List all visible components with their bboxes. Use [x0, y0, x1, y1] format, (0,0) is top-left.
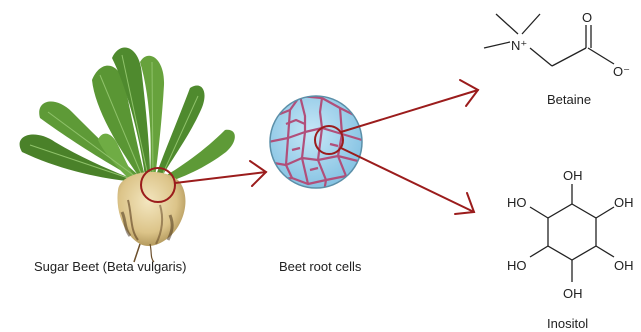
- sugar-beet-illustration: [20, 48, 235, 262]
- inositol-oh-lower-right: OH: [614, 258, 634, 273]
- inositol-ho-upper-left: HO: [507, 195, 527, 210]
- inositol-oh-top: OH: [563, 168, 583, 183]
- betaine-oxygen-anion: O⁻: [613, 64, 630, 79]
- beet-root-cells: [268, 96, 362, 192]
- inositol-label: Inositol: [547, 316, 588, 331]
- betaine-nitrogen: N⁺: [511, 38, 527, 53]
- beet-leaves: [20, 48, 235, 184]
- arrow-cells-to-inositol: [341, 148, 474, 214]
- inositol-oh-bottom: OH: [563, 286, 583, 301]
- inositol-ho-lower-left: HO: [507, 258, 527, 273]
- inositol-oh-upper-right: OH: [614, 195, 634, 210]
- betaine-label: Betaine: [547, 92, 591, 107]
- inositol-structure: OH HO OH HO OH OH: [507, 168, 634, 301]
- sugar-beet-label: Sugar Beet (Beta vulgaris): [34, 259, 186, 274]
- betaine-structure: N⁺ O O⁻: [484, 10, 630, 79]
- beet-root-cells-label: Beet root cells: [279, 259, 361, 274]
- arrow-cells-to-betaine: [341, 80, 478, 132]
- betaine-oxygen-carbonyl: O: [582, 10, 592, 25]
